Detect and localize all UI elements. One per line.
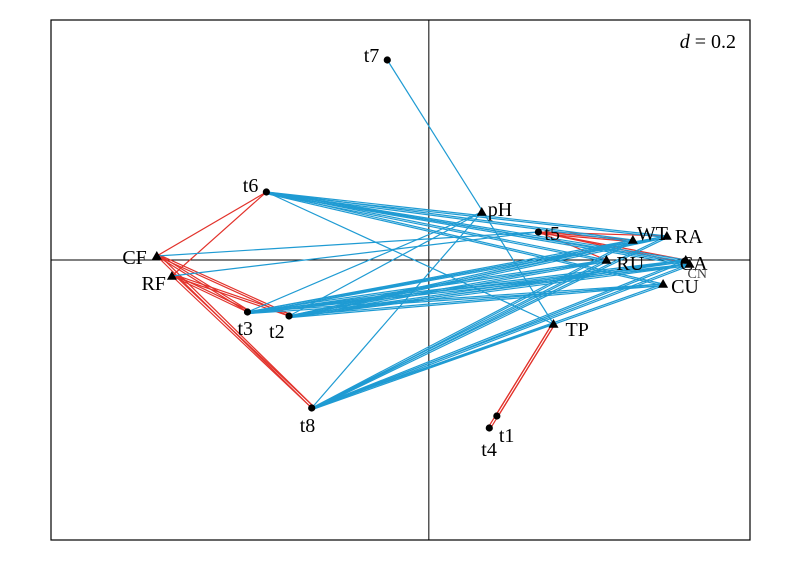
variable-marker-RU — [601, 255, 612, 264]
segment-t2-CA — [289, 260, 687, 319]
scale-label-var: d — [680, 31, 691, 53]
sample-marker-t2 — [285, 312, 293, 320]
segment-t6-CN — [266, 191, 690, 265]
link-segments — [156, 59, 691, 429]
scale-label-value: = 0.2 — [690, 31, 736, 53]
segment-t8-RF — [173, 273, 314, 407]
sample-label-t5: t5 — [544, 223, 560, 245]
variable-label-TP: TP — [566, 319, 589, 341]
segment-t2-CU — [289, 284, 664, 319]
sample-marker-t7 — [383, 56, 391, 64]
sample-label-t4: t4 — [481, 439, 497, 461]
variable-label-pH: pH — [488, 199, 512, 221]
segment-t2-RU — [288, 259, 607, 317]
segment-t8-CA — [312, 260, 687, 411]
variable-marker-RA — [661, 231, 672, 240]
sample-marker-t4 — [485, 424, 493, 432]
segment-t6-RA — [266, 192, 667, 239]
segment-t8-CF — [158, 253, 314, 407]
sample-label-t3: t3 — [237, 318, 253, 340]
segment-t8-WT — [311, 239, 634, 409]
sample-marker-t6 — [262, 188, 270, 196]
variable-marker-RF — [166, 271, 177, 280]
variable-label-CA: CA — [680, 253, 708, 275]
segment-t3-pH — [247, 211, 482, 313]
segment-t8-RA — [312, 236, 668, 410]
variable-marker-TP — [548, 319, 559, 328]
segment-t2-CF — [157, 253, 291, 315]
segment-t5-CF — [156, 231, 539, 257]
sample-marker-t1 — [493, 412, 501, 420]
sample-label-t7: t7 — [364, 45, 380, 67]
segment-t6-CU — [266, 191, 664, 285]
segment-t8-CA — [311, 259, 686, 409]
segment-t8-CN — [311, 263, 690, 409]
variable-label-CU: CU — [671, 276, 699, 298]
segment-t2-CA — [288, 259, 686, 317]
segment-t8-CU — [312, 284, 664, 411]
segment-t8-pH — [311, 211, 483, 409]
segment-t6-TP — [266, 191, 554, 325]
segment-t3-RF — [171, 275, 248, 313]
sample-marker-t8 — [308, 404, 316, 412]
variable-label-CF: CF — [122, 247, 146, 269]
segment-t2-CU — [288, 283, 664, 317]
segment-t4-TP — [487, 323, 554, 428]
segment-t8-RU — [312, 260, 608, 410]
segment-t4-TP — [489, 324, 556, 429]
sample-label-t6: t6 — [243, 175, 259, 197]
segment-t2-CN — [288, 263, 690, 317]
segment-t8-RU — [311, 259, 607, 409]
variable-marker-CF — [151, 251, 162, 260]
variable-label-CN: CN — [688, 267, 707, 282]
variable-label-WT: WT — [637, 223, 668, 245]
segment-t2-pH — [288, 211, 483, 317]
segment-t6-CF — [156, 191, 267, 257]
segment-t3-CU — [247, 283, 664, 313]
segment-t6-RA — [266, 191, 667, 237]
variable-marker-pH — [476, 207, 487, 216]
segment-t6-CN — [265, 192, 690, 267]
sample-label-t2: t2 — [269, 321, 285, 343]
segment-t2-RA — [288, 235, 667, 317]
sample-marker-t3 — [243, 308, 252, 316]
variable-marker-WT — [627, 235, 638, 244]
segment-t8-RF — [171, 275, 313, 409]
variable-marker-CU — [658, 279, 669, 288]
segment-t6-RF — [171, 191, 267, 277]
plot-frame — [50, 19, 751, 541]
variable-marker-CN — [684, 259, 695, 268]
sample-label-t1: t1 — [499, 425, 515, 447]
segment-t8-TP — [311, 323, 554, 409]
segment-t5-RF — [171, 231, 539, 277]
variable-label-RF: RF — [141, 273, 165, 295]
segment-t2-CN — [289, 264, 690, 319]
segment-t8-RA — [311, 235, 668, 409]
sample-marker-t5 — [534, 228, 543, 236]
segment-t3-RA — [247, 235, 667, 313]
scale-label: d = 0.2 — [680, 31, 736, 53]
variable-label-RA: RA — [675, 226, 703, 248]
variable-label-RU: RU — [616, 253, 644, 275]
sample-label-t8: t8 — [300, 415, 316, 437]
sample-markers: t1 t2 t3 t4 t5 t6 t7 t8 — [237, 45, 559, 461]
